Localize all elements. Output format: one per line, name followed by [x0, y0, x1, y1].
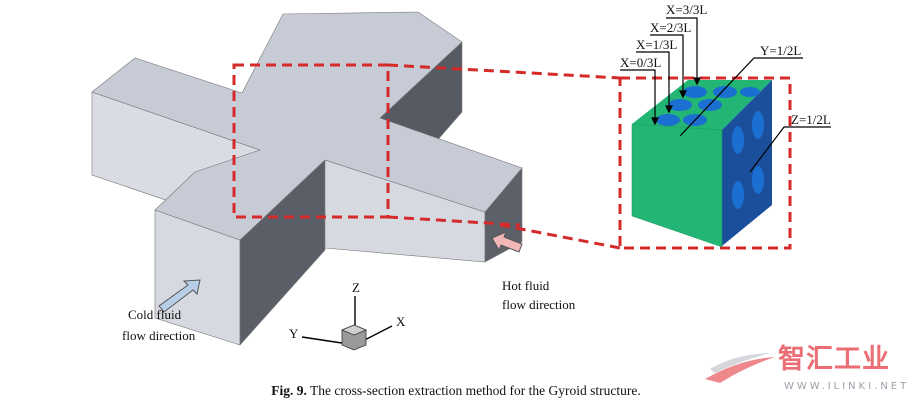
- connector-line-bottom: [499, 223, 621, 250]
- gyroid-cube: [631, 80, 772, 248]
- connector-line-top: [387, 63, 621, 80]
- watermark-name: 智汇工业: [778, 344, 890, 375]
- label-z: Z=1/2L: [791, 112, 831, 127]
- figure-caption: Fig. 9. The cross-section extraction met…: [0, 383, 912, 399]
- magnified-box: [618, 76, 792, 250]
- label-x1: X=1/3L: [636, 37, 677, 52]
- hot-flow-arrow-icon: [491, 231, 523, 253]
- hot-fluid-label-line2: flow direction: [502, 297, 576, 312]
- cross-channel-model: [91, 11, 523, 346]
- axis-label-x: X: [396, 314, 406, 329]
- coordinate-axes-icon: [301, 296, 393, 351]
- caption-text: The cross-section extraction method for …: [310, 383, 641, 398]
- cold-fluid-label-line2: flow direction: [122, 328, 196, 343]
- axis-label-z: Z: [352, 280, 360, 295]
- axis-label-y: Y: [289, 326, 299, 341]
- hot-fluid-label-line1: Hot fluid: [502, 278, 550, 293]
- caption-label: Fig. 9.: [271, 383, 307, 398]
- cold-fluid-label-line1: Cold fluid: [128, 307, 182, 322]
- label-y: Y=1/2L: [760, 43, 801, 58]
- label-x0: X=0/3L: [620, 55, 661, 70]
- zoom-indicator: [232, 63, 792, 250]
- connector-line-mid: [387, 215, 521, 227]
- cold-flow-arrow-icon: [158, 279, 201, 313]
- label-x2: X=2/3L: [650, 20, 691, 35]
- leader-lines: [620, 17, 831, 173]
- label-x3: X=3/3L: [666, 2, 707, 17]
- selection-box: [232, 63, 390, 219]
- watermark-url: WWW.ILINKI.NET: [784, 381, 910, 392]
- watermark-logo-icon: [705, 353, 775, 383]
- watermark: 智汇工业 WWW.ILINKI.NET: [700, 345, 910, 401]
